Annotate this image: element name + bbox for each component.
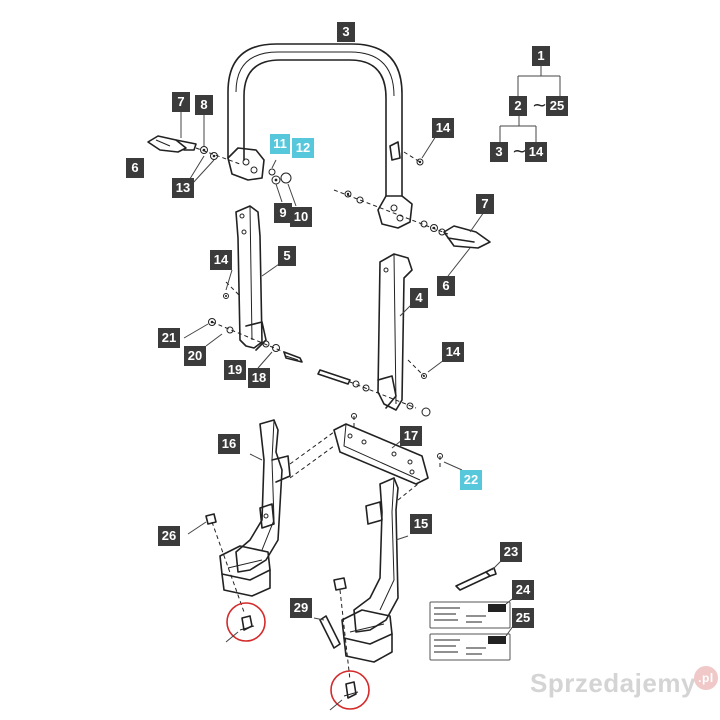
callout-4[interactable]: 4 — [410, 288, 428, 308]
watermark-text: Sprzedajemy — [530, 668, 696, 698]
callout-12[interactable]: 12 — [292, 138, 314, 158]
callout-25-legend[interactable]: 25 — [546, 96, 568, 116]
callout-6-right[interactable]: 6 — [437, 276, 455, 296]
callout-5[interactable]: 5 — [278, 246, 296, 266]
watermark: Sprzedajemy.pl — [530, 666, 718, 699]
callout-24[interactable]: 24 — [512, 580, 534, 600]
callout-23[interactable]: 23 — [500, 542, 522, 562]
callout-16[interactable]: 16 — [218, 434, 240, 454]
left-lock-pin-part-6-7 — [147, 110, 241, 165]
callout-22[interactable]: 22 — [460, 470, 482, 490]
callout-14-upright-right[interactable]: 14 — [442, 342, 464, 362]
callout-15[interactable]: 15 — [410, 514, 432, 534]
center-hardware-part-9-12 — [268, 159, 297, 207]
callout-29[interactable]: 29 — [290, 598, 312, 618]
callout-3-legend[interactable]: 3 — [490, 142, 508, 162]
callout-21[interactable]: 21 — [158, 328, 180, 348]
cross-bar-part-17 — [289, 413, 463, 501]
callout-7-right[interactable]: 7 — [476, 194, 494, 214]
callout-17[interactable]: 17 — [400, 426, 422, 446]
sticker-part-25 — [429, 621, 517, 661]
watermark-badge: .pl — [693, 666, 718, 690]
legend-tree-lines — [499, 64, 561, 142]
callout-3-hoop[interactable]: 3 — [337, 22, 355, 42]
middle-hardware-part-18-21 — [183, 318, 445, 417]
top-hoop-part-3 — [227, 43, 413, 229]
pin-part-23 — [455, 557, 505, 591]
callout-19[interactable]: 19 — [224, 360, 246, 380]
sticker-part-24 — [429, 595, 517, 629]
left-upright-part-5 — [223, 205, 283, 351]
left-foot-leg-part-16 — [187, 419, 291, 643]
callout-7-left[interactable]: 7 — [172, 92, 190, 112]
callout-9[interactable]: 9 — [274, 203, 292, 223]
nut-part-14-top — [403, 135, 437, 166]
right-upright-part-4 — [377, 253, 413, 411]
callout-14-legend[interactable]: 14 — [525, 142, 547, 162]
callout-25-sticker[interactable]: 25 — [512, 608, 534, 628]
callout-11[interactable]: 11 — [270, 134, 290, 154]
left-washers-part-8-13 — [187, 112, 218, 185]
callout-26[interactable]: 26 — [158, 526, 180, 546]
right-lock-pin-part-6-7 — [333, 189, 491, 277]
callout-8[interactable]: 8 — [195, 95, 213, 115]
callout-2[interactable]: 2 — [509, 96, 527, 116]
callout-14-top[interactable]: 14 — [432, 118, 454, 138]
callout-18[interactable]: 18 — [248, 368, 270, 388]
legend-tilde-bottom: ~ — [512, 141, 528, 162]
callout-1[interactable]: 1 — [532, 46, 550, 66]
callout-10[interactable]: 10 — [290, 207, 312, 227]
callout-20[interactable]: 20 — [184, 346, 206, 366]
right-foot-leg-part-15 — [313, 477, 409, 711]
callout-6-left[interactable]: 6 — [126, 158, 144, 178]
legend-tilde-top: ~ — [532, 95, 548, 116]
callout-13[interactable]: 13 — [172, 178, 194, 198]
callout-14-upright-left[interactable]: 14 — [210, 250, 232, 270]
